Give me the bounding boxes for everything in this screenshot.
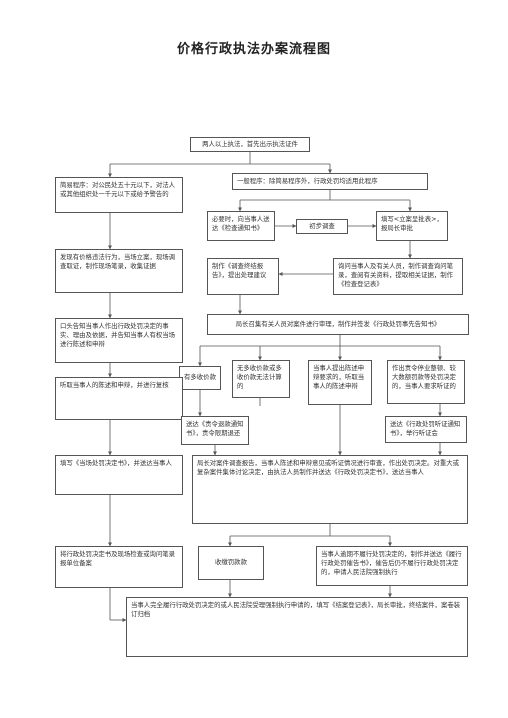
defense-request-node: 当事人提出陈述申辩要求的，听取当事人的陈述申辩 [308, 360, 372, 405]
no-extra-charge-node: 无多收价款或多收价款无法计算的 [232, 360, 290, 398]
archive-filing-node: 将行政处罚决定书及现场检查或询问笔录报单位备案 [55, 546, 183, 588]
investigation-report-node: 制作《调查终结报告》，提出处理建议 [207, 258, 279, 295]
extra-charge-node: 有多收价款 [179, 366, 221, 390]
oral-inform-node: 口头告知当事人作出行政处罚决定的事实、理由及依据，并告知当事人有权当场进行陈述和… [55, 318, 183, 363]
collect-fine-node: 收缴罚款款 [198, 546, 264, 580]
onsite-findings-node: 发现有价格违法行为，当场立案，现场调查取证，制作现场笔录，收集证据 [55, 249, 183, 293]
inspection-notice-node: 必要时，向当事人送达《检查通知书》 [207, 211, 275, 241]
director-review-node: 局长召集有关人员对案件进行审理，制作并签发《行政处罚事先告知书》 [207, 314, 469, 335]
filing-approval-node: 填写<立案呈批表>，报局长审批 [376, 211, 448, 241]
onsite-decision-form-node: 填写《当场处罚决定书》，并送达当事人 [55, 455, 183, 495]
start-node: 两人以上执法，首先出示执法证件 [190, 137, 310, 152]
initial-investigation-node: 初步调查 [296, 219, 348, 234]
interview-evidence-node: 询问当事人及有关人员，制作调查询问笔录，查阅有关资料，提取相关证据，制作《检查登… [333, 258, 463, 295]
hearing-notice-node: 送达《行政处罚听证通知书》，举行听证会 [385, 416, 467, 443]
enforcement-node: 当事人逾期不履行处罚决定的，制作并送达《履行行政处罚催告书》，催告后仍不履行行政… [316, 546, 468, 586]
case-closing-node: 当事人完全履行行政处罚决定的或人民法院受理强制执行申请的，填写《结案登记表》，局… [126, 597, 468, 657]
refund-notice-node: 送达《责令退款通知书》，责令限期退还 [181, 416, 249, 445]
general-procedure-node: 一般程序：除简易程序外，行政处罚均适用此程序 [232, 173, 428, 190]
page-title: 价格行政执法办案流程图 [176, 42, 331, 57]
penalty-decision-node: 局长对案件调查报告，当事人陈述和申辩意见或听证情况进行审查，作出处罚决定。对重大… [192, 455, 468, 524]
hearing-request-node: 作出责令停业整顿、较大数额罚款等处罚决定的，当事人要求听证的 [387, 360, 465, 404]
hear-defense-node: 听取当事人的陈述和申辩，并进行复核 [55, 377, 183, 420]
simple-procedure-node: 简易程序：对公民处五十元以下，对法人或其他组织处一千元以下或给予警告的 [55, 177, 183, 213]
